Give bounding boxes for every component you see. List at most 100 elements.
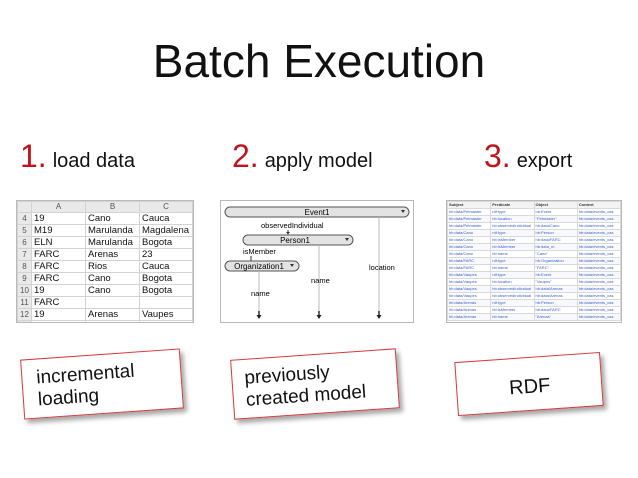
- rdf-cell[interactable]: "Cano": [533, 250, 578, 258]
- row-number-cell[interactable]: 8: [17, 260, 32, 273]
- rdf-cell[interactable]: hb:data/Vaupes: [447, 292, 492, 300]
- cell-c[interactable]: Bogota: [139, 272, 193, 285]
- row-number-cell[interactable]: 6: [17, 236, 32, 249]
- cell-b[interactable]: Marulanda: [85, 236, 140, 249]
- rdf-cell[interactable]: hb:observedIndividual: [490, 285, 535, 293]
- column-header[interactable]: B: [85, 201, 140, 213]
- cell-a[interactable]: FARC: [31, 248, 86, 261]
- rdf-cell[interactable]: "FARC": [533, 264, 578, 272]
- cell-b[interactable]: Arenas: [85, 248, 140, 261]
- rdf-cell[interactable]: hb:data/Arenas: [447, 306, 492, 314]
- cell-b[interactable]: Cano: [85, 272, 140, 285]
- rdf-cell[interactable]: hb:observedIndividual: [490, 292, 535, 300]
- rdf-cell[interactable]: "Arenas": [533, 313, 578, 321]
- cell-b[interactable]: Cano: [85, 284, 140, 297]
- rdf-cell[interactable]: hb:data/events_cas: [576, 229, 621, 237]
- rdf-cell[interactable]: hb:data/events_cas: [576, 215, 621, 223]
- row-number-cell[interactable]: 13: [17, 320, 32, 322]
- rdf-cell[interactable]: hb:data/Cano: [447, 250, 492, 258]
- cell-a[interactable]: FARC: [31, 260, 86, 273]
- rdf-cell[interactable]: hb:data/events_cas: [576, 285, 621, 293]
- rdf-cell[interactable]: hb:data/events_cas: [576, 278, 621, 286]
- rdf-cell[interactable]: hb:data_m: [533, 243, 578, 251]
- rdf-cell[interactable]: hb:data/FARC: [533, 236, 578, 244]
- cell-a[interactable]: 19: [31, 284, 86, 297]
- rdf-cell[interactable]: hb:data/events_cas: [576, 257, 621, 265]
- cell-c[interactable]: Bogota: [139, 284, 193, 297]
- person-node[interactable]: Person1: [242, 234, 354, 246]
- row-number-cell[interactable]: 9: [17, 272, 32, 285]
- event-node[interactable]: Event1: [224, 206, 410, 218]
- rdf-cell[interactable]: hb:data/Petmaster: [447, 215, 492, 223]
- cell-a[interactable]: M19: [31, 224, 86, 237]
- chevron-down-icon[interactable]: [401, 210, 405, 213]
- rdf-cell[interactable]: hb:data/Cano: [533, 222, 578, 230]
- rdf-cell[interactable]: "Vaupes": [533, 278, 578, 286]
- cell-c[interactable]: [139, 296, 193, 309]
- rdf-cell[interactable]: hb:data/Arenas: [533, 285, 578, 293]
- rdf-cell[interactable]: hb:data/events_cas: [576, 243, 621, 251]
- rdf-cell[interactable]: hb:isMember: [490, 306, 535, 314]
- rdf-cell[interactable]: rdf:type: [490, 299, 535, 307]
- row-number-cell[interactable]: 12: [17, 308, 32, 321]
- row-number-cell[interactable]: 11: [17, 296, 32, 309]
- rdf-cell[interactable]: hb:data/Vaupes: [447, 285, 492, 293]
- rdf-cell[interactable]: hb:isMember: [490, 243, 535, 251]
- cell-b[interactable]: Cano: [85, 212, 140, 225]
- rdf-cell[interactable]: hb:data/events_cas: [576, 306, 621, 314]
- cell-c[interactable]: Magdalena: [139, 224, 193, 237]
- rdf-cell[interactable]: hb:data/Vaupes: [447, 278, 492, 286]
- cell-a[interactable]: M19: [31, 320, 86, 322]
- rdf-cell[interactable]: hb:data/events_cas: [576, 222, 621, 230]
- rdf-cell[interactable]: "Petmaster": [533, 215, 578, 223]
- rdf-cell[interactable]: hb:data/Cano: [447, 243, 492, 251]
- rdf-cell[interactable]: hb:data/events_cas: [576, 208, 621, 216]
- organization-node[interactable]: Organization1: [224, 260, 300, 272]
- rdf-cell[interactable]: rdf:type: [490, 229, 535, 237]
- cell-b[interactable]: [85, 320, 140, 322]
- rdf-cell[interactable]: hb:data/Vaupes: [447, 271, 492, 279]
- cell-b[interactable]: Marulanda: [85, 224, 140, 237]
- cell-a[interactable]: ELN: [31, 236, 86, 249]
- rdf-cell[interactable]: rdf:type: [490, 257, 535, 265]
- cell-c[interactable]: 23: [139, 248, 193, 261]
- rdf-cell[interactable]: hb:data/events_cas: [576, 264, 621, 272]
- rdf-cell[interactable]: rdf:type: [490, 208, 535, 216]
- rdf-cell[interactable]: hb:Person: [533, 229, 578, 237]
- rdf-cell[interactable]: hb:data/Arenas: [447, 299, 492, 307]
- rdf-cell[interactable]: hb:data/events_cas: [576, 299, 621, 307]
- rdf-cell[interactable]: hb:observedIndividual: [490, 222, 535, 230]
- row-number-cell[interactable]: 4: [17, 212, 32, 225]
- rdf-cell[interactable]: hb:Event: [533, 271, 578, 279]
- column-header[interactable]: A: [31, 201, 86, 213]
- rdf-cell[interactable]: hb:name: [490, 250, 535, 258]
- cell-a[interactable]: FARC: [31, 272, 86, 285]
- rdf-cell[interactable]: hb:data/Arenas: [533, 292, 578, 300]
- cell-c[interactable]: Vaupes: [139, 320, 193, 322]
- cell-c[interactable]: Cauca: [139, 260, 193, 273]
- rdf-cell[interactable]: hb:data/events_cas: [576, 250, 621, 258]
- rdf-cell[interactable]: hb:data/FARC: [447, 257, 492, 265]
- rdf-cell[interactable]: hb:data/events_cas: [576, 236, 621, 244]
- cell-a[interactable]: 19: [31, 308, 86, 321]
- cell-b[interactable]: Arenas: [85, 308, 140, 321]
- rdf-cell[interactable]: hb:data/events_cas: [576, 292, 621, 300]
- cell-a[interactable]: 19: [31, 212, 86, 225]
- rdf-cell[interactable]: hb:name: [490, 264, 535, 272]
- rdf-cell[interactable]: hb:data/FARC: [447, 264, 492, 272]
- rdf-cell[interactable]: hb:location: [490, 278, 535, 286]
- rdf-cell[interactable]: hb:location: [490, 215, 535, 223]
- rdf-cell[interactable]: hb:data/events_cas: [576, 271, 621, 279]
- column-header[interactable]: C: [139, 201, 193, 213]
- cell-b[interactable]: [85, 296, 140, 309]
- rdf-cell[interactable]: hb:data/events_cas: [576, 313, 621, 321]
- rdf-cell[interactable]: hb:isMember: [490, 236, 535, 244]
- cell-c[interactable]: Bogota: [139, 236, 193, 249]
- rdf-cell[interactable]: rdf:type: [490, 271, 535, 279]
- row-number-cell[interactable]: 7: [17, 248, 32, 261]
- rdf-cell[interactable]: hb:name: [490, 313, 535, 321]
- rdf-cell[interactable]: hb:data/Petmaster: [447, 208, 492, 216]
- rdf-cell[interactable]: hb:data/Arenas: [447, 313, 492, 321]
- chevron-down-icon[interactable]: [345, 238, 349, 241]
- row-number-cell[interactable]: 5: [17, 224, 32, 237]
